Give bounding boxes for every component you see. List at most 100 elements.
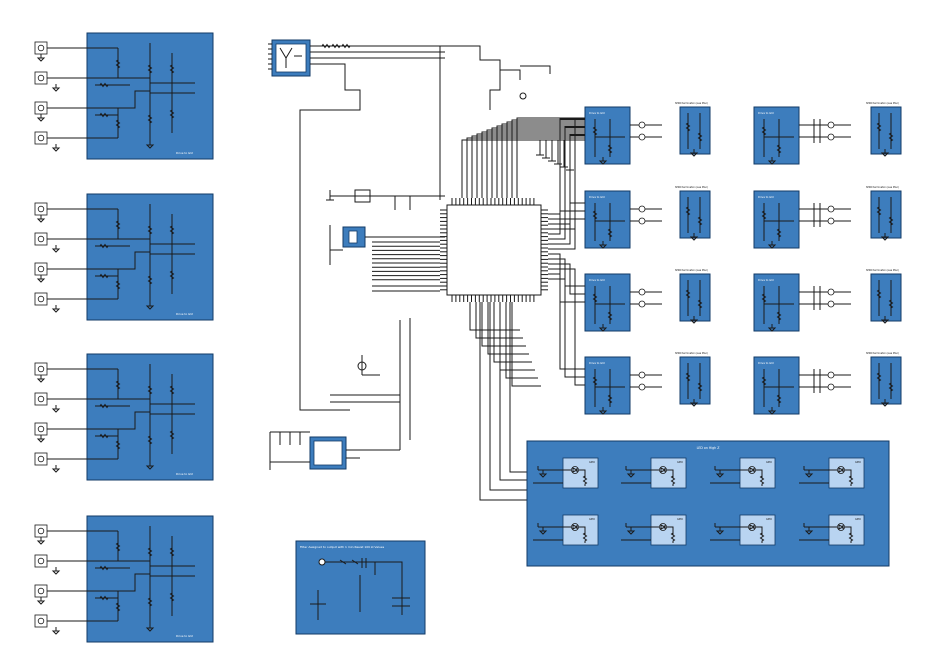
bnc-connector-icon bbox=[827, 383, 835, 391]
led-icon bbox=[837, 466, 845, 474]
bnc-connector-icon bbox=[638, 133, 646, 141]
bnc-connector-icon bbox=[827, 121, 835, 129]
spi-termination-title: SPI60 termination (see Misc) bbox=[866, 186, 899, 189]
led-icon bbox=[659, 523, 667, 531]
led-icon bbox=[659, 466, 667, 474]
bnc-connector-icon bbox=[638, 371, 646, 379]
spi-termination-title: SPI60 termination (see Misc) bbox=[866, 352, 899, 355]
bnc-connector-icon bbox=[638, 205, 646, 213]
spi-termination-title: SPI60 termination (see Misc) bbox=[866, 102, 899, 105]
led-icon bbox=[748, 466, 756, 474]
bnc-connector-icon bbox=[34, 422, 48, 436]
led-gpio-label: GPIO bbox=[677, 518, 683, 521]
spi-termination-block: SPI60 termination (see Misc) bbox=[675, 269, 711, 324]
input-block: Drive to GUI bbox=[34, 193, 214, 321]
input-block: Drive to GUI bbox=[34, 515, 214, 643]
drive-block-title: Drive to GUI bbox=[589, 278, 605, 282]
input-block-title: Drive to GUI bbox=[176, 312, 193, 316]
filter-block: Filter Assigned to output with 1 min Res… bbox=[295, 540, 426, 635]
led-cell: GPIO bbox=[621, 457, 687, 489]
led-block-title: LED on High Z bbox=[697, 446, 721, 450]
bnc-connector-icon bbox=[34, 584, 48, 598]
bnc-connector-icon bbox=[638, 300, 646, 308]
spi-termination-title: SPI60 termination (see Misc) bbox=[675, 269, 708, 272]
led-gpio-label: GPIO bbox=[855, 518, 861, 521]
led-cell: GPIO bbox=[533, 457, 599, 489]
led-cell: GPIO bbox=[621, 514, 687, 546]
drive-block-title: Drive to GUI bbox=[589, 111, 605, 115]
led-cell: GPIO bbox=[799, 514, 865, 546]
led-gpio-label: GPIO bbox=[766, 461, 772, 464]
bnc-connector-icon bbox=[34, 452, 48, 466]
led-icon bbox=[571, 523, 579, 531]
right-drive-blocks: Drive to GUI SPI60 termination (see Misc)… bbox=[584, 102, 902, 415]
bnc-connector-icon bbox=[34, 614, 48, 628]
bnc-connector-icon bbox=[34, 202, 48, 216]
spi-termination-block: SPI60 termination (see Misc) bbox=[866, 186, 902, 241]
bnc-connector-icon bbox=[827, 205, 835, 213]
bnc-connector-icon bbox=[827, 371, 835, 379]
input-block-title: Drive to GUI bbox=[176, 472, 193, 476]
bnc-connector-icon bbox=[34, 392, 48, 406]
input-block: Drive to GUI bbox=[34, 32, 214, 160]
bnc-connector-icon bbox=[34, 554, 48, 568]
regulator-block bbox=[269, 318, 411, 470]
drive-block-title: Drive to GUI bbox=[589, 195, 605, 199]
bnc-connector-icon bbox=[827, 133, 835, 141]
bnc-connector-icon bbox=[34, 41, 48, 55]
bnc-connector-icon bbox=[34, 232, 48, 246]
bnc-connector-icon bbox=[34, 101, 48, 115]
bnc-connector-icon bbox=[34, 262, 48, 276]
led-gpio-label: GPIO bbox=[589, 461, 595, 464]
drive-block: Drive to GUI bbox=[584, 106, 662, 165]
bnc-connector-icon bbox=[638, 217, 646, 225]
drive-block: Drive to GUI bbox=[753, 273, 851, 332]
bnc-connector-icon bbox=[638, 288, 646, 296]
led-cell: GPIO bbox=[710, 457, 776, 489]
bnc-connector-icon bbox=[34, 362, 48, 376]
input-block-title: Drive to GUI bbox=[176, 634, 193, 638]
drive-block: Drive to GUI bbox=[753, 190, 851, 249]
spi-termination-block: SPI60 termination (see Misc) bbox=[675, 102, 711, 157]
input-block-title: Drive to GUI bbox=[176, 151, 193, 155]
spi-termination-block: SPI60 termination (see Misc) bbox=[866, 269, 902, 324]
mcu-chip bbox=[440, 198, 548, 302]
bnc-connector-icon bbox=[638, 383, 646, 391]
spi-termination-title: SPI60 termination (see Misc) bbox=[675, 186, 708, 189]
bnc-connector-icon bbox=[34, 524, 48, 538]
led-cell: GPIO bbox=[533, 514, 599, 546]
led-gpio-label: GPIO bbox=[677, 461, 683, 464]
drive-block: Drive to GUI bbox=[584, 190, 662, 249]
input-blocks: Drive to GUI Drive to GUI Drive to GUI Driv… bbox=[34, 32, 214, 643]
drive-block: Drive to GUI bbox=[584, 356, 662, 415]
bnc-connector-icon bbox=[827, 288, 835, 296]
drive-block-title: Drive to GUI bbox=[589, 361, 605, 365]
bnc-connector-icon bbox=[34, 71, 48, 85]
top-connector bbox=[268, 39, 551, 411]
led-cell: GPIO bbox=[710, 514, 776, 546]
spi-termination-title: SPI60 termination (see Misc) bbox=[866, 269, 899, 272]
spi-termination-block: SPI60 termination (see Misc) bbox=[866, 352, 902, 407]
led-gpio-label: GPIO bbox=[589, 518, 595, 521]
drive-block-title: Drive to GUI bbox=[758, 278, 774, 282]
bnc-connector-icon bbox=[34, 131, 48, 145]
spi-termination-block: SPI60 termination (see Misc) bbox=[675, 352, 711, 407]
drive-block-title: Drive to GUI bbox=[758, 361, 774, 365]
spi-termination-title: SPI60 termination (see Misc) bbox=[675, 352, 708, 355]
led-icon bbox=[837, 523, 845, 531]
bnc-connector-icon bbox=[827, 300, 835, 308]
bnc-connector-icon bbox=[638, 121, 646, 129]
led-cell: GPIO bbox=[799, 457, 865, 489]
spi-termination-block: SPI60 termination (see Misc) bbox=[866, 102, 902, 157]
spi-termination-block: SPI60 termination (see Misc) bbox=[675, 186, 711, 241]
bnc-connector-icon bbox=[34, 292, 48, 306]
drive-block: Drive to GUI bbox=[753, 106, 851, 165]
drive-block: Drive to GUI bbox=[753, 356, 851, 415]
led-icon bbox=[748, 523, 756, 531]
input-block: Drive to GUI bbox=[34, 353, 214, 481]
bnc-connector-icon bbox=[827, 217, 835, 225]
led-icon bbox=[571, 466, 579, 474]
drive-block-title: Drive to GUI bbox=[758, 195, 774, 199]
led-gpio-label: GPIO bbox=[766, 518, 772, 521]
